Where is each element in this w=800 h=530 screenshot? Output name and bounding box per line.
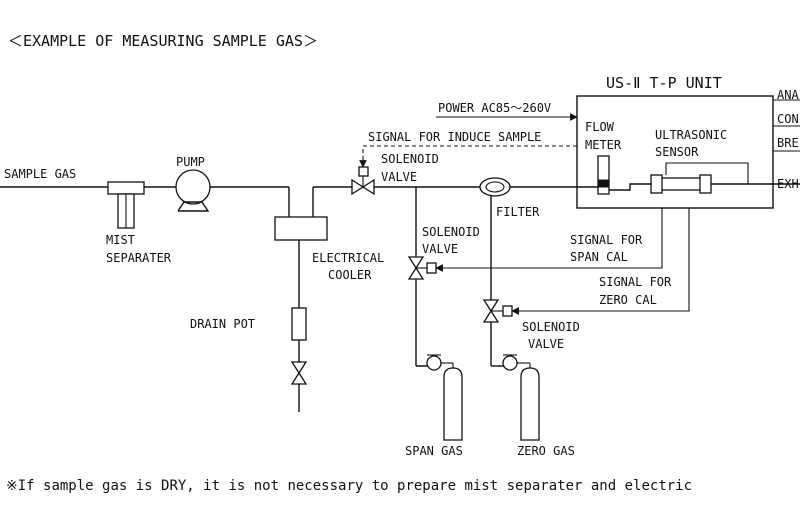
solenoid-valve-1-actuator <box>358 166 369 177</box>
pipe-flow-to-sensor <box>609 183 651 191</box>
mist-label-2: SEPARATER <box>106 251 172 265</box>
solenoid-valve-3-actuator <box>502 305 513 317</box>
solenoid-valve-3-upper <box>482 299 500 313</box>
flow-meter-label-1: FLOW <box>585 120 615 134</box>
solenoid-2-label-1: SOLENOID <box>422 225 480 239</box>
cooler-label-1: ELECTRICAL <box>312 251 384 265</box>
span-cal-label-1: SIGNAL FOR <box>570 233 643 247</box>
pump-label: PUMP <box>176 155 205 169</box>
signal-induce-line <box>359 145 577 168</box>
sensor-bypass-line <box>665 162 749 184</box>
solenoid-valve-2-upper <box>407 256 425 270</box>
diagram-title: ＜EXAMPLE OF MEASURING SAMPLE GAS＞ <box>8 32 318 50</box>
electrical-cooler-icon <box>274 216 328 241</box>
flow-meter-icon <box>597 155 610 195</box>
span-cal-label-2: SPAN CAL <box>570 250 628 264</box>
filter-label: FILTER <box>496 205 540 219</box>
zero-cal-signal-line <box>511 208 690 315</box>
drain-pot-icon <box>291 307 307 341</box>
drain-valve-lower <box>290 371 308 385</box>
ultrasonic-label-1: ULTRASONIC <box>655 128 727 142</box>
ultrasonic-sensor-tube <box>659 177 703 191</box>
power-label: POWER AC85～260V <box>438 101 551 115</box>
drain-pot-label: DRAIN POT <box>190 317 255 331</box>
filter-element <box>485 181 505 193</box>
ultrasonic-label-2: SENSOR <box>655 145 699 159</box>
mist-label-1: MIST <box>106 233 135 247</box>
ultrasonic-transducer-left <box>650 174 663 194</box>
zero-cal-label-2: ZERO CAL <box>599 293 657 307</box>
output-label-ana: ANA <box>777 88 799 102</box>
solenoid-3-label-2: VALVE <box>528 337 564 351</box>
mist-separater-head <box>107 181 145 195</box>
span-cal-signal-line <box>435 208 663 272</box>
solenoid-1-label-1: SOLENOID <box>381 152 439 166</box>
solenoid-3-label-1: SOLENOID <box>522 320 580 334</box>
zero-gas-label: ZERO GAS <box>517 444 575 458</box>
zero-cal-label-1: SIGNAL FOR <box>599 275 672 289</box>
solenoid-2-label-2: VALVE <box>422 242 458 256</box>
output-label-bre: BRE <box>777 136 799 150</box>
cooler-label-2: COOLER <box>328 268 372 282</box>
span-gas-cylinder <box>443 367 463 441</box>
ultrasonic-transducer-right <box>699 174 712 194</box>
footnote: ※If sample gas is DRY, it is not necessa… <box>6 478 692 494</box>
filter-icon <box>479 177 511 197</box>
zero-regulator-icon <box>502 355 518 371</box>
solenoid-valve-1-left <box>351 178 365 196</box>
solenoid-valve-2-actuator <box>426 262 437 274</box>
solenoid-valve-3-lower <box>482 309 500 323</box>
zero-gas-cylinder <box>520 367 540 441</box>
span-regulator-icon <box>426 355 442 371</box>
unit-title: US-Ⅱ T-P UNIT <box>606 74 722 92</box>
drain-valve-upper <box>290 361 308 375</box>
solenoid-valve-2-lower <box>407 266 425 280</box>
pump-base <box>177 201 210 212</box>
solenoid-valve-1-right <box>361 178 375 196</box>
sample-gas-label: SAMPLE GAS <box>4 167 76 181</box>
pump-icon <box>175 169 211 205</box>
signal-induce-label: SIGNAL FOR INDUCE SAMPLE <box>368 130 541 144</box>
unit-box <box>576 95 774 209</box>
output-label-con: CON <box>777 112 799 126</box>
solenoid-1-label-2: VALVE <box>381 170 417 184</box>
flow-meter-float <box>598 179 609 188</box>
span-gas-label: SPAN GAS <box>405 444 463 458</box>
flow-meter-label-2: METER <box>585 138 622 152</box>
